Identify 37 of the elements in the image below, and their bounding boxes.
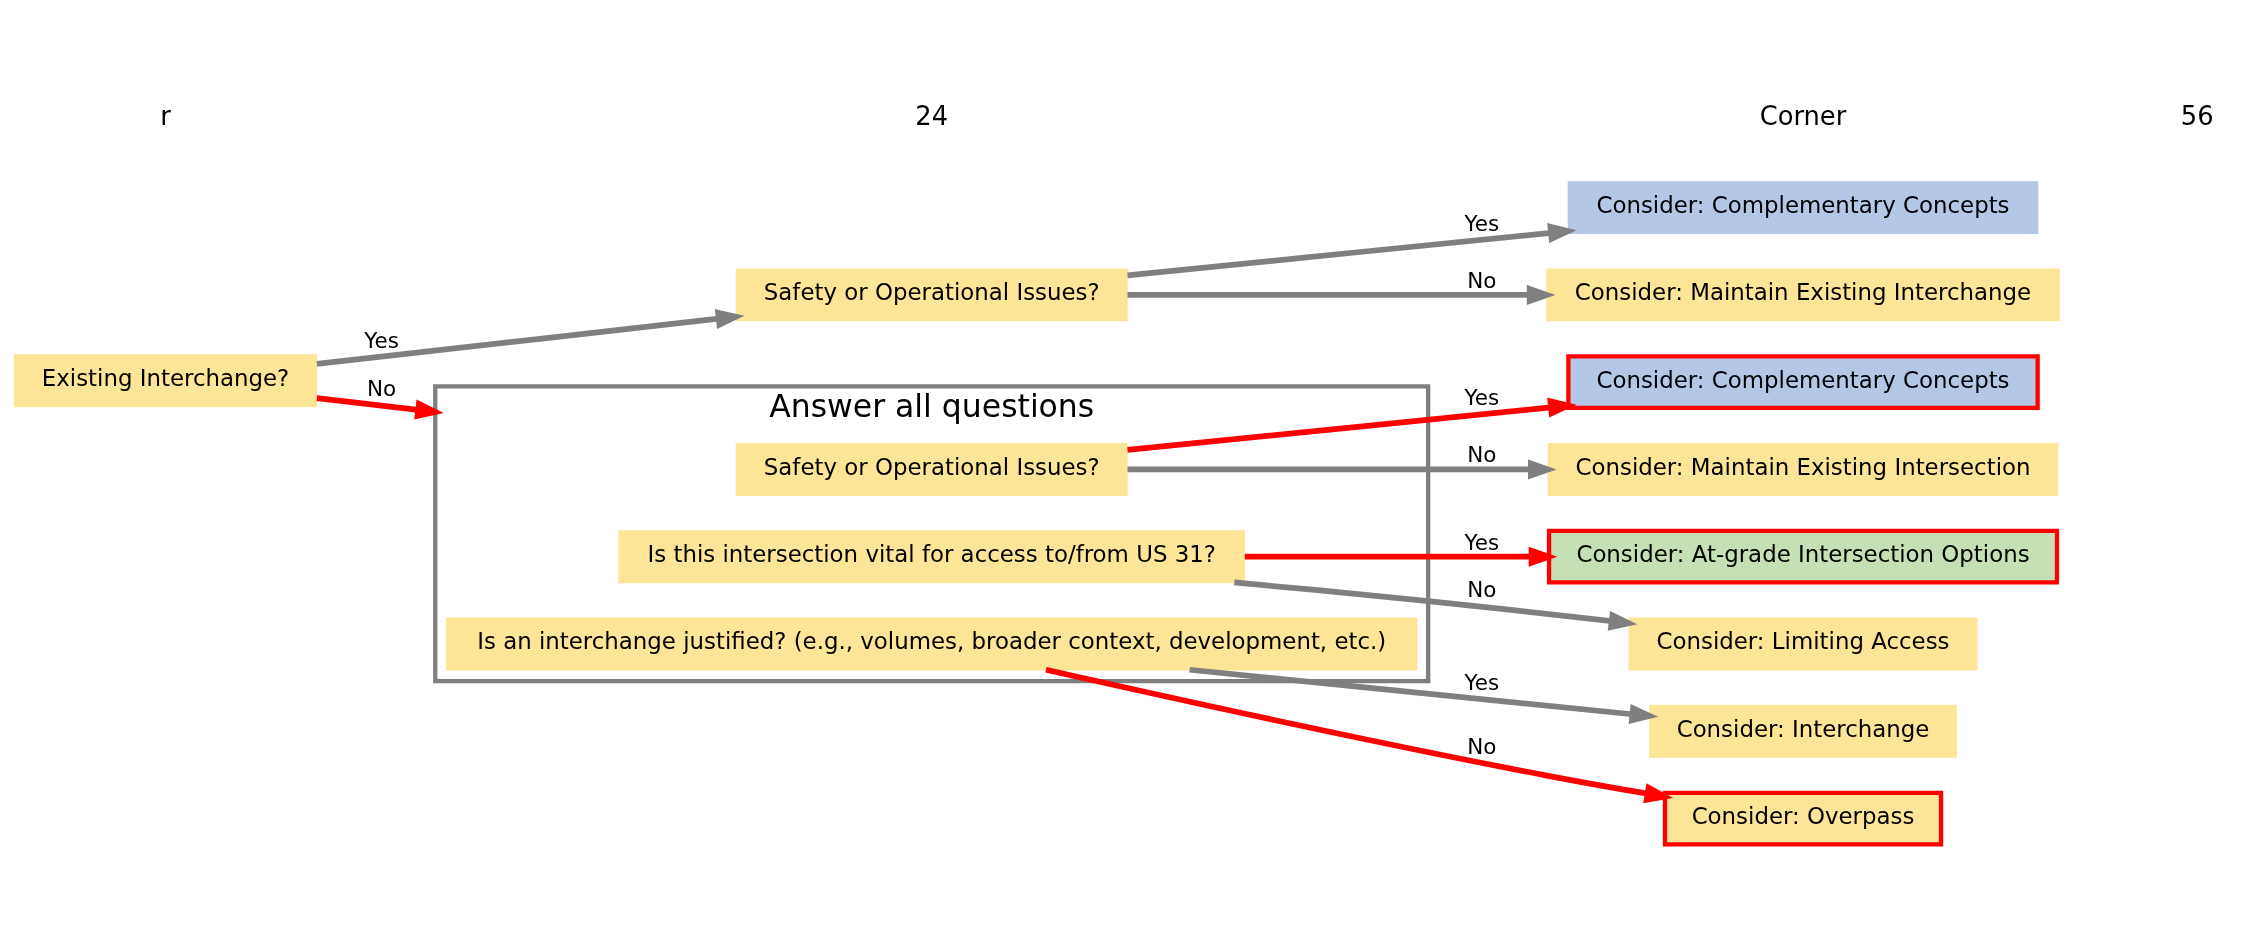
node-box: Consider: Interchange [1649,704,1957,758]
node-box: Consider: Complementary Concepts [1566,354,2040,411]
arrow [1045,666,1674,804]
edge-label: No [367,376,397,402]
edge-label: No [1467,267,1497,293]
edge-label: Yes [364,327,399,353]
arrow [316,395,444,420]
arrow [1244,546,1558,567]
node-box: Is this intersection vital for access to/from US 31? [618,530,1246,584]
label: Corner [1759,101,1847,132]
node-box: Consider: Maintain Existing Interchange [1546,268,2060,322]
edge-label: No [1467,734,1497,760]
arrow [1127,223,1577,279]
label: 24 [915,101,949,132]
node-box: Consider: Complementary Concepts [1567,181,2039,235]
edge-label: Yes [1464,385,1500,411]
arrow [1127,397,1577,453]
node-box: Safety or Operational Issues? [735,268,1128,322]
label: 56 [2180,101,2214,132]
edge-label: Yes [1464,210,1500,236]
arrow [1234,579,1638,631]
node-box: Consider: Limiting Access [1628,617,1978,671]
edge-label: Yes [1464,529,1500,555]
node-box: Consider: Overpass [1662,790,1944,847]
node-box: Existing Interchange? [13,354,318,408]
label: r [160,101,171,132]
arrow [1127,284,1556,305]
arrow [1127,459,1557,480]
arrow [1189,666,1659,724]
node-box: Consider: At-grade Intersection Options [1546,528,2060,585]
edge-label: No [1467,576,1497,602]
node-box: Is an interchange justified? (e.g., volumes, broader context, development, etc.) [446,617,1418,671]
node-box: Safety or Operational Issues? [735,442,1128,496]
edge-label: Yes [1464,669,1500,695]
arrow [316,309,745,367]
edge-label: No [1467,442,1497,468]
node-box: Consider: Maintain Existing Intersection [1547,442,2059,496]
